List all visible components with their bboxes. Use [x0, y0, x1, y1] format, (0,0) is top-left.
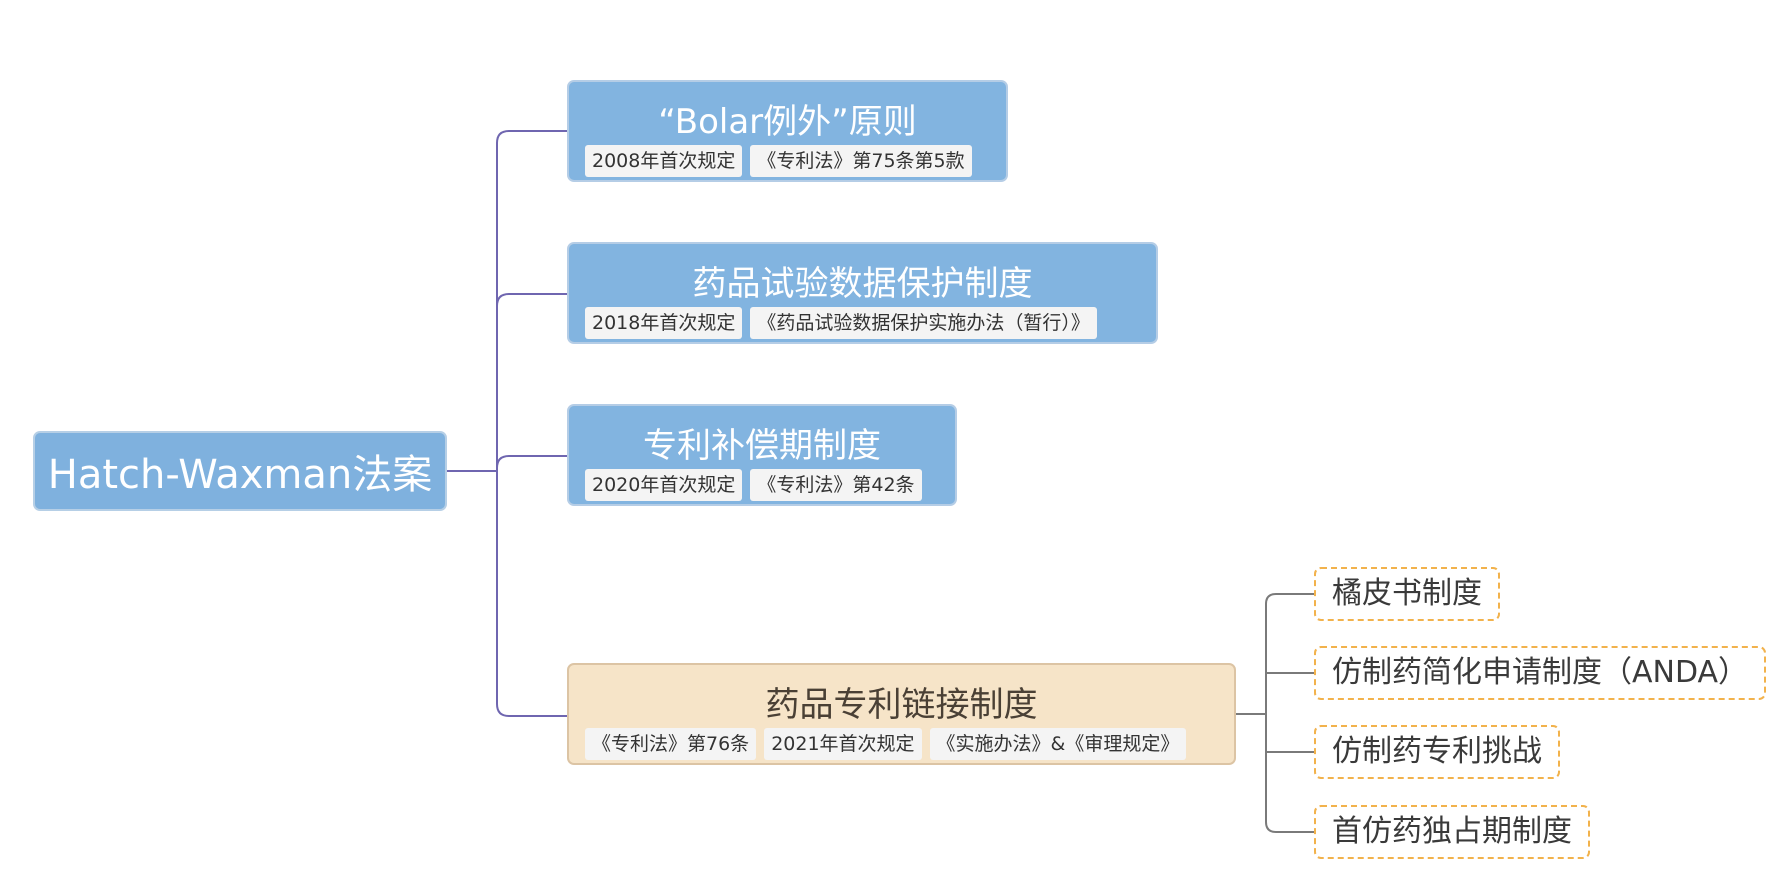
tag: 2021年首次规定 — [764, 728, 922, 760]
branch-patent-linkage[interactable]: 药品专利链接制度 《专利法》第76条 2021年首次规定 《实施办法》&《审理规… — [567, 663, 1236, 765]
branch-bolar-exception[interactable]: “Bolar例外”原则 2008年首次规定 《专利法》第75条第5款 — [567, 80, 1008, 182]
branch-data-protection[interactable]: 药品试验数据保护制度 2018年首次规定 《药品试验数据保护实施办法（暂行）》 — [567, 242, 1158, 344]
leaf-patent-challenge[interactable]: 仿制药专利挑战 — [1314, 725, 1560, 779]
tag: 《专利法》第42条 — [750, 469, 922, 501]
root-node[interactable]: Hatch-Waxman法案 — [33, 431, 447, 511]
root-label: Hatch-Waxman法案 — [47, 452, 433, 498]
tag: 2008年首次规定 — [585, 145, 743, 177]
tag: 《药品试验数据保护实施办法（暂行）》 — [750, 307, 1097, 339]
branch-tags: 2018年首次规定 《药品试验数据保护实施办法（暂行）》 — [585, 307, 1097, 339]
tag: 2020年首次规定 — [585, 469, 743, 501]
connector-trunk — [496, 130, 567, 717]
branch-patent-compensation[interactable]: 专利补偿期制度 2020年首次规定 《专利法》第42条 — [567, 404, 957, 506]
branch-title: 专利补偿期制度 — [643, 426, 881, 466]
branch-tags: 《专利法》第76条 2021年首次规定 《实施办法》&《审理规定》 — [585, 728, 1187, 760]
connector-branch-3 — [496, 455, 567, 469]
branch-title: 药品专利链接制度 — [765, 685, 1038, 725]
tag: 《专利法》第75条第5款 — [750, 145, 972, 177]
branch-title: 药品试验数据保护制度 — [692, 264, 1033, 304]
leaf-first-generic-exclusivity[interactable]: 首仿药独占期制度 — [1314, 805, 1590, 859]
tag: 2018年首次规定 — [585, 307, 743, 339]
tag: 《专利法》第76条 — [585, 728, 757, 760]
connector-branch-2 — [496, 293, 567, 307]
leaf-anda[interactable]: 仿制药简化申请制度（ANDA） — [1314, 646, 1767, 700]
tag: 《实施办法》&《审理规定》 — [929, 728, 1187, 760]
leaf-orange-book[interactable]: 橘皮书制度 — [1314, 567, 1500, 621]
branch-tags: 2020年首次规定 《专利法》第42条 — [585, 469, 922, 501]
branch-title: “Bolar例外”原则 — [658, 102, 917, 142]
branch-tags: 2008年首次规定 《专利法》第75条第5款 — [585, 145, 972, 177]
connector-leaf-trunk — [1265, 593, 1314, 833]
